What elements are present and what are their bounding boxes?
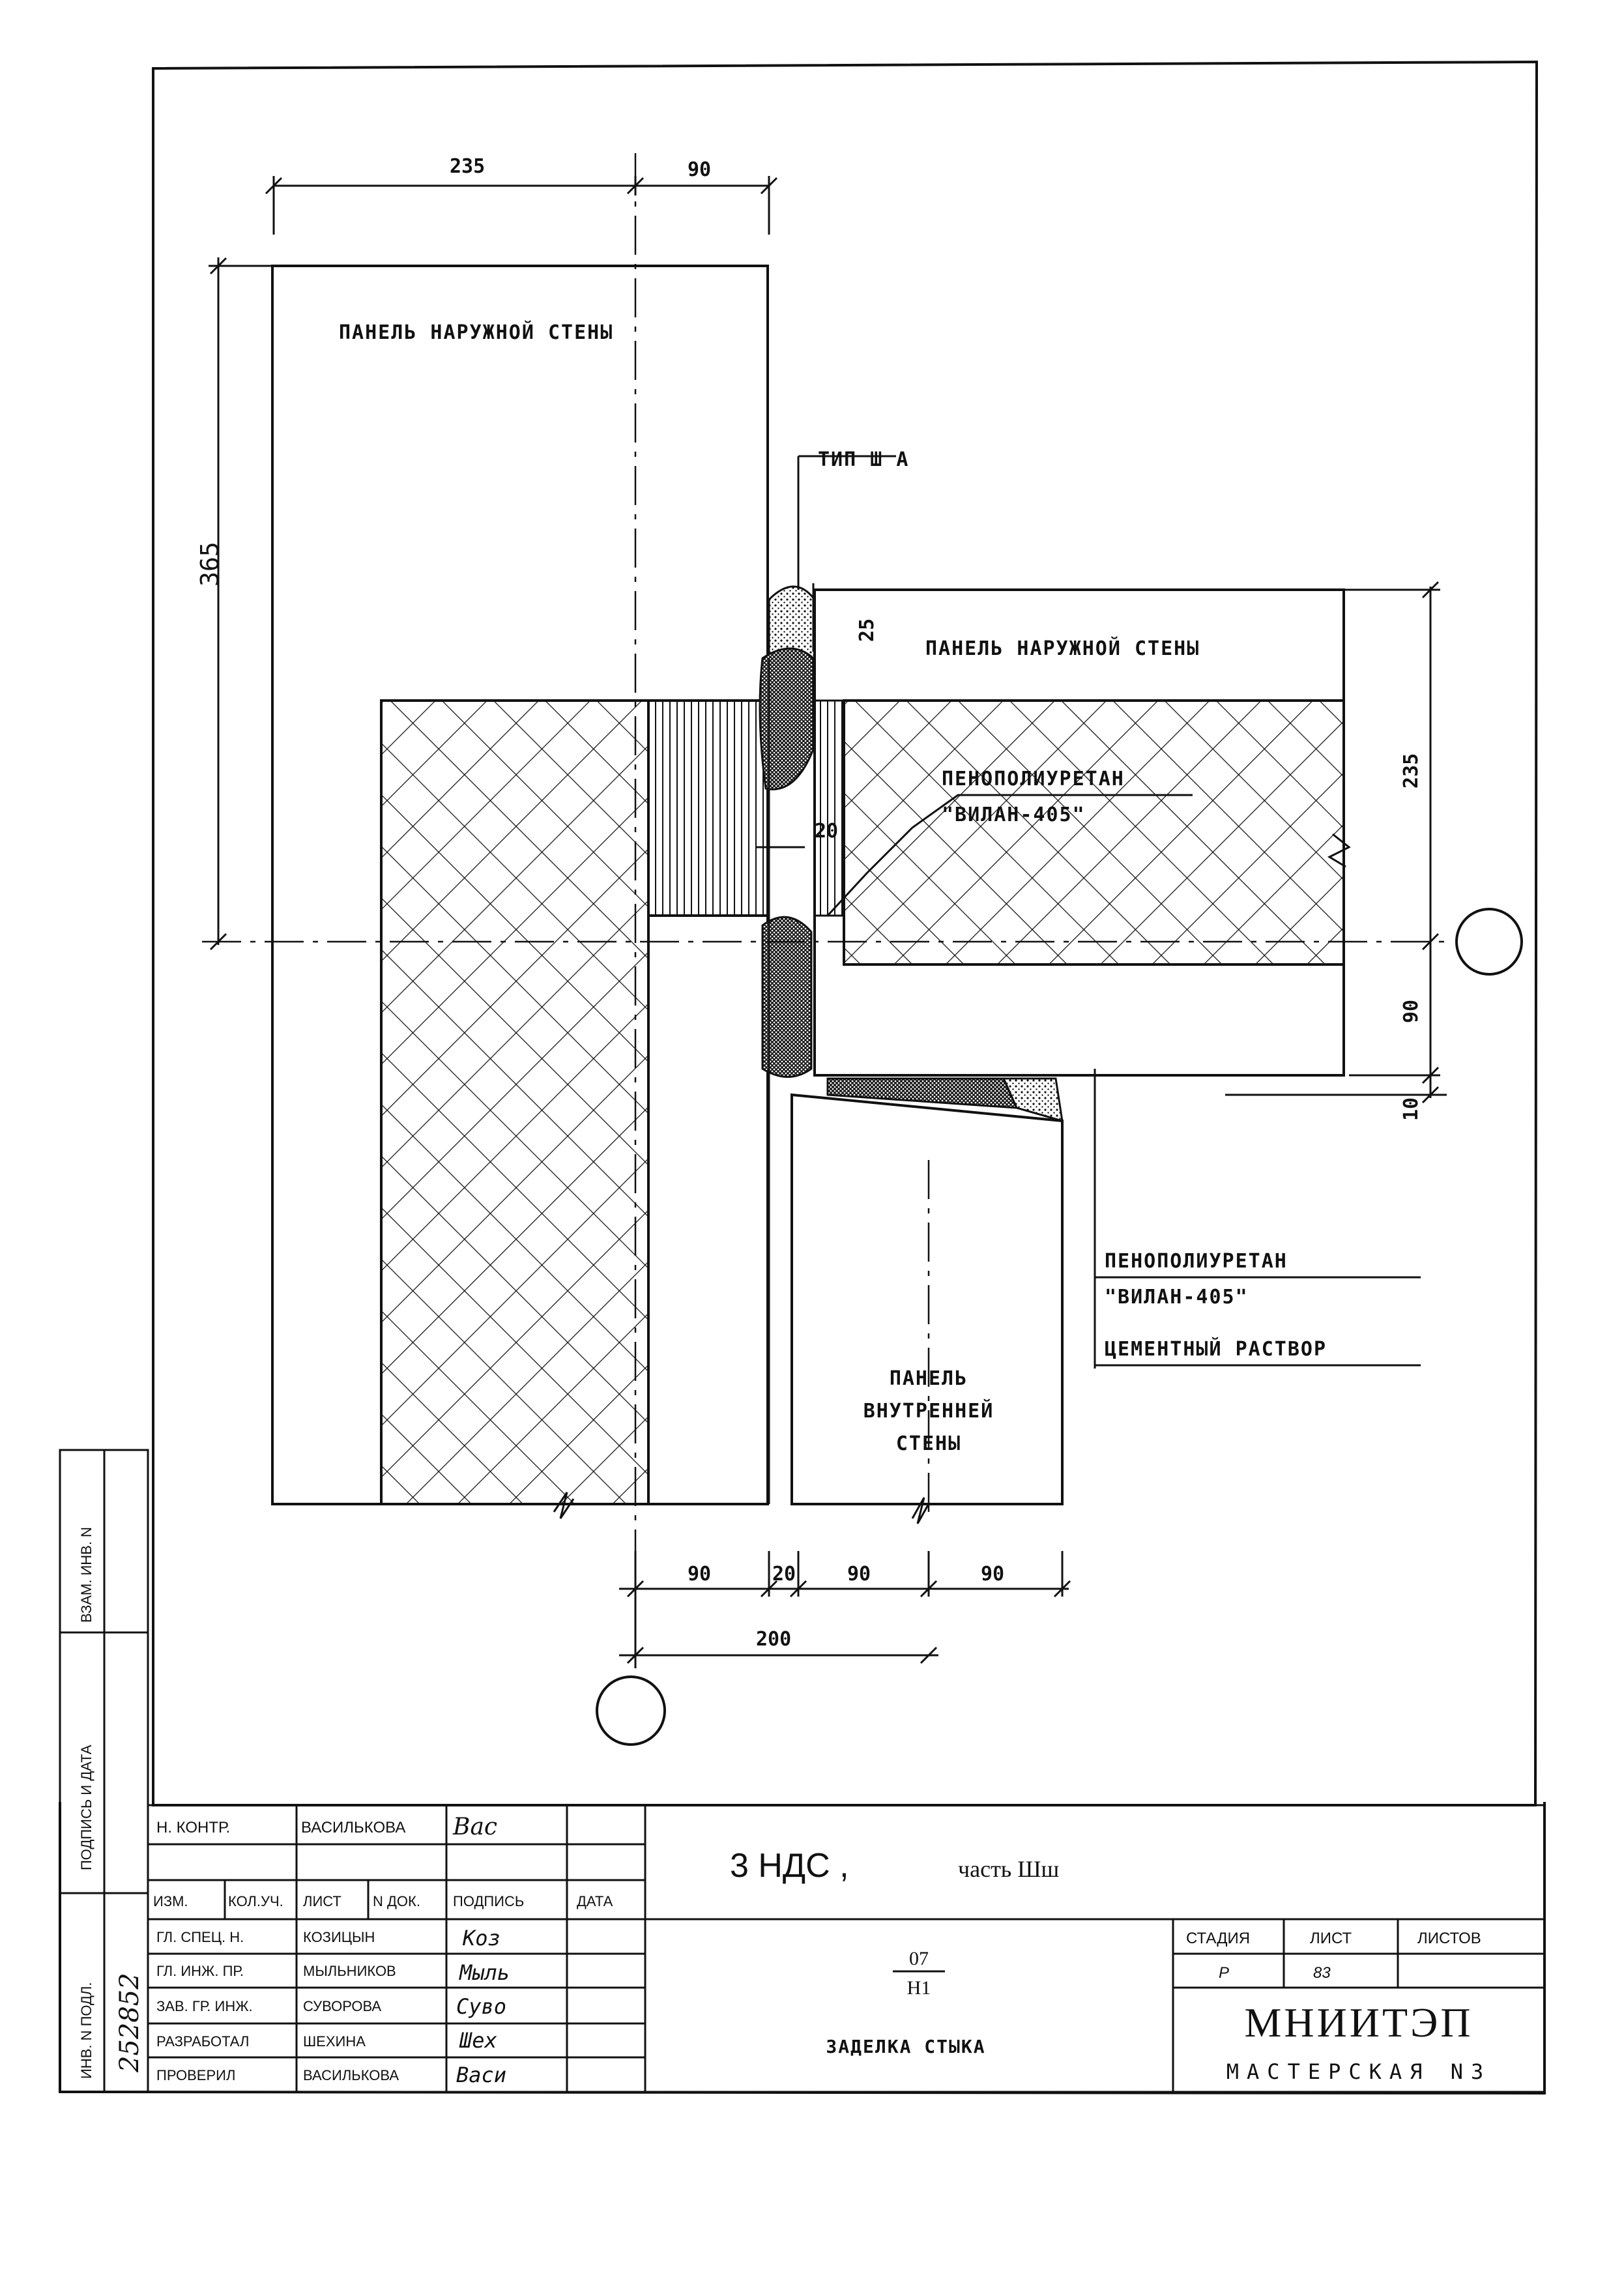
tb-project-part: часть Шш	[958, 1856, 1060, 1882]
tb-row-role: РАЗРАБОТАЛ	[156, 2033, 249, 2050]
label-outer-panel-left: ПАНЕЛЬ НАРУЖНОЙ СТЕНЫ	[339, 321, 613, 344]
right-outer-panel	[813, 588, 1351, 1077]
dim-right-10: 10	[1400, 1097, 1423, 1121]
side-handwritten-number: 252852	[115, 1973, 145, 2073]
tb-header-data: ДАТА	[577, 1893, 613, 1909]
svg-text:Шех: Шех	[459, 2028, 497, 2053]
tb-sheet-header: ЛИСТ	[1310, 1930, 1352, 1947]
axis-lines	[202, 153, 1453, 1668]
title-block-grid	[147, 1804, 1546, 2093]
tb-code-bottom: Н1	[907, 1977, 931, 1999]
label-outer-panel-right: ПАНЕЛЬ НАРУЖНОЙ СТЕНЫ	[925, 637, 1200, 660]
dimension-lines	[209, 176, 1447, 1668]
break-mark-inner	[911, 1497, 931, 1524]
tb-row-role: ЗАВ. ГР. ИНЖ.	[156, 1998, 253, 2014]
svg-text:Суво: Суво	[456, 1994, 506, 2019]
dim-bottom-20: 20	[772, 1563, 796, 1586]
tb-row-role: ГЛ. СПЕЦ. Н.	[156, 1929, 244, 1945]
tb-code-top: 07	[909, 1948, 929, 1969]
dim-top-235: 235	[450, 155, 485, 178]
tb-row-name: ВАСИЛЬКОВА	[303, 2067, 399, 2083]
tb-row-name: ШЕХИНА	[303, 2033, 366, 2050]
break-mark-left	[553, 1492, 575, 1519]
tb-row-name: КОЗИЦЫН	[303, 1929, 375, 1945]
break-mark-right	[1327, 833, 1351, 868]
side-stamp	[59, 1449, 149, 2093]
label-inner-panel-2: ВНУТРЕННЕЙ	[863, 1399, 994, 1423]
tb-header-koluch: КОЛ.УЧ.	[228, 1893, 283, 1909]
dim-left-365: 365	[196, 542, 224, 587]
tb-workshop: МАСТЕРСКАЯ N3	[1226, 2059, 1491, 2084]
dim-top-90: 90	[688, 158, 711, 181]
dim-bottom-90b: 90	[847, 1563, 871, 1586]
dim-bottom-90a: 90	[688, 1563, 711, 1586]
dim-right-90: 90	[1400, 1000, 1423, 1023]
tb-n-kontr-name: ВАСИЛЬКОВА	[301, 1819, 405, 1836]
tb-header-podpis: ПОДПИСЬ	[453, 1893, 524, 1909]
tb-project: 3 НДС ,	[730, 1847, 849, 1885]
label-inner-panel-1: ПАНЕЛЬ	[890, 1367, 968, 1390]
tb-stage-value: Р	[1219, 1964, 1229, 1982]
svg-text:Мыль: Мыль	[459, 1960, 510, 1985]
side-vzam-inv: ВЗАМ. ИНВ. N	[78, 1527, 94, 1623]
label-mortar: ЦЕМЕНТНЫЙ РАСТВОР	[1105, 1337, 1327, 1361]
signature-n-kontr: Вас	[452, 1814, 497, 1840]
tb-sheet-value: 83	[1313, 1964, 1331, 1982]
left-outer-panel	[271, 265, 769, 1505]
label-foam-top-1: ПЕНОПОЛИУРЕТАН	[942, 768, 1125, 790]
tb-header-izm: ИЗМ.	[153, 1893, 188, 1909]
tb-stage-header: СТАДИЯ	[1186, 1930, 1250, 1947]
tb-header-list: ЛИСТ	[303, 1893, 341, 1909]
sheet-frame	[59, 60, 1546, 2095]
tb-sheet-title: ЗАДЕЛКА СТЫКА	[826, 2036, 985, 2057]
label-joint-type: ТИП Ш А	[818, 448, 909, 471]
dim-bottom-200: 200	[756, 1628, 791, 1651]
dim-seam-20: 20	[815, 820, 838, 843]
side-podpis-data: ПОДПИСЬ И ДАТА	[78, 1745, 94, 1870]
label-foam-bottom-1: ПЕНОПОЛИУРЕТАН	[1105, 1250, 1288, 1273]
label-inner-panel-3: СТЕНЫ	[896, 1432, 961, 1455]
label-foam-bottom-2: "ВИЛАН-405"	[1105, 1286, 1249, 1309]
dim-bottom-90c: 90	[981, 1563, 1004, 1586]
tb-row-name: МЫЛЬНИКОВ	[303, 1963, 396, 1979]
joint-sealants	[759, 585, 816, 1504]
label-foam-top-2: "ВИЛАН-405"	[942, 804, 1086, 826]
svg-text:Коз: Коз	[462, 1926, 500, 1950]
axis-marker-right	[1455, 908, 1523, 976]
tb-sheets-header: ЛИСТОВ	[1417, 1930, 1481, 1947]
inner-wall-panel	[790, 1077, 1064, 1505]
tb-org: МНИИТЭП	[1244, 1999, 1473, 2046]
tb-header-ndok: N ДОК.	[373, 1893, 420, 1909]
tb-n-kontr: Н. КОНТР.	[156, 1819, 230, 1836]
tb-row-role: ГЛ. ИНЖ. ПР.	[156, 1963, 244, 1979]
dim-seam-25: 25	[856, 618, 878, 642]
side-inv-podl: ИНВ. N ПОДЛ.	[78, 1982, 94, 2080]
dim-right-235: 235	[1400, 753, 1423, 789]
signatures: Коз Мыль Суво Шех Васи	[456, 1926, 510, 2087]
tb-row-name: СУВОРОВА	[303, 1998, 381, 2014]
axis-marker-bottom	[596, 1675, 666, 1746]
svg-text:Васи: Васи	[456, 2063, 506, 2087]
tb-row-role: ПРОВЕРИЛ	[156, 2067, 235, 2083]
